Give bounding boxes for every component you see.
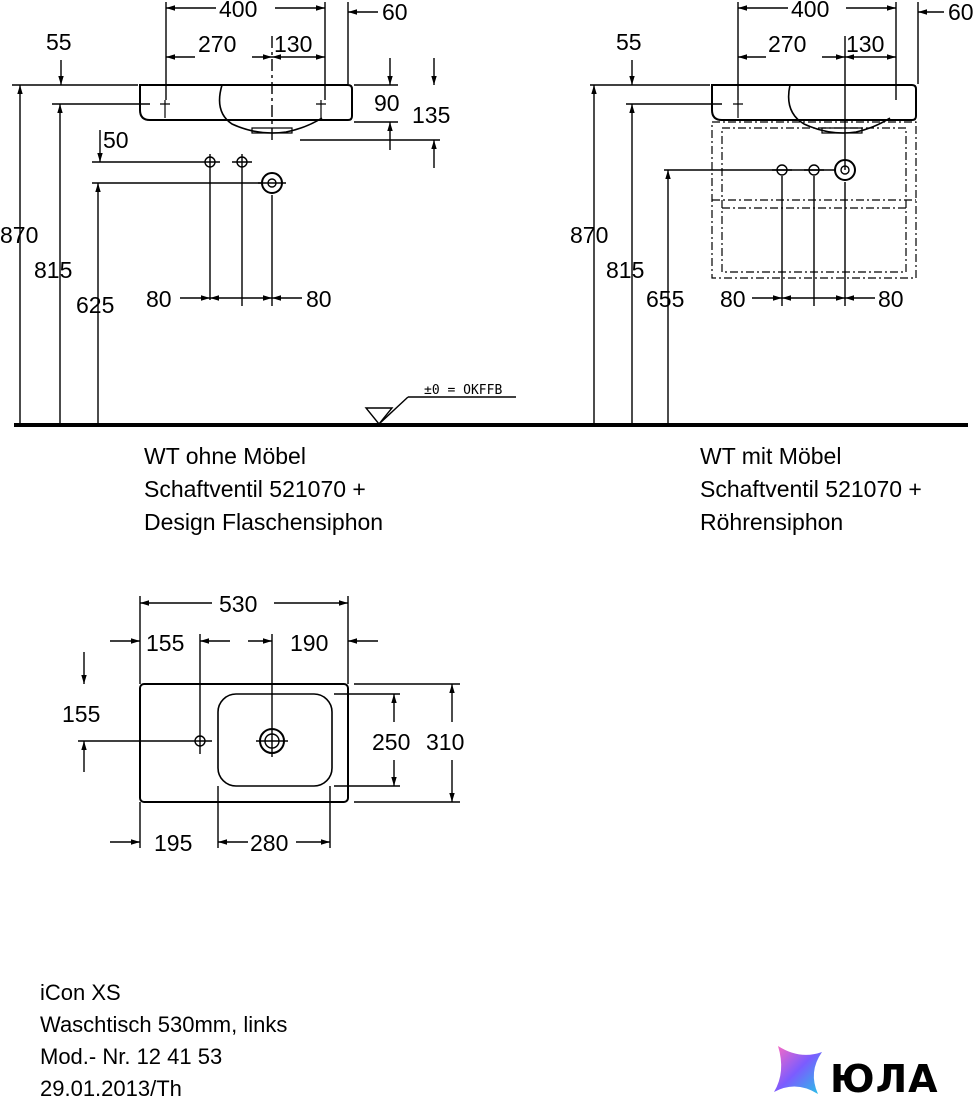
dim-left-80b: 80 xyxy=(306,286,332,312)
dim-left-55: 55 xyxy=(46,29,72,55)
dim-right-655: 655 xyxy=(646,286,684,312)
title-line-3: Mod.- Nr. 12 41 53 xyxy=(40,1044,222,1069)
top-view xyxy=(78,596,460,848)
dim-right-870: 870 xyxy=(570,222,608,248)
logo-star-icon xyxy=(774,1046,822,1094)
basin-profile-right xyxy=(711,84,917,121)
caption-left-line2: Schaftventil 521070 + xyxy=(144,476,366,502)
dim-left-400: 400 xyxy=(219,0,257,22)
dim-left-815: 815 xyxy=(34,257,72,283)
dim-top-250: 250 xyxy=(372,729,410,755)
dim-top-155: 155 xyxy=(146,630,184,656)
title-line-4: 29.01.2013/Th xyxy=(40,1076,182,1100)
dim-left-625: 625 xyxy=(76,292,114,318)
basin-bowl-top xyxy=(217,693,333,787)
dim-right-400: 400 xyxy=(791,0,829,22)
dim-top-155-vertical: 155 xyxy=(62,701,100,727)
dim-top-190: 190 xyxy=(290,630,328,656)
dim-right-130: 130 xyxy=(846,31,884,57)
basin-bowl-left xyxy=(218,84,323,134)
dim-left-50: 50 xyxy=(103,127,129,153)
brand-logo: ЮЛА xyxy=(774,1046,939,1100)
title-line-2: Waschtisch 530mm, links xyxy=(40,1012,287,1037)
floor-level-label: ±0 = OKFFB xyxy=(424,383,502,398)
dim-top-280: 280 xyxy=(250,830,288,856)
dim-left-870: 870 xyxy=(0,222,38,248)
logo-text: ЮЛА xyxy=(830,1057,939,1100)
dim-left-135: 135 xyxy=(412,102,450,128)
side-view-left xyxy=(12,2,440,425)
title-line-1: iCon XS xyxy=(40,980,121,1005)
dim-right-270: 270 xyxy=(768,31,806,57)
dim-right-60: 60 xyxy=(948,0,974,25)
caption-left-line3: Design Flaschensiphon xyxy=(144,509,383,535)
dim-left-270: 270 xyxy=(198,31,236,57)
dim-top-530: 530 xyxy=(219,591,257,617)
dim-top-195: 195 xyxy=(154,830,192,856)
caption-left-line1: WT ohne Möbel xyxy=(144,443,306,469)
side-view-right xyxy=(590,2,944,425)
dim-right-80a: 80 xyxy=(720,286,746,312)
caption-right-line1: WT mit Möbel xyxy=(700,443,841,469)
dim-left-90: 90 xyxy=(374,90,400,116)
dim-right-80b: 80 xyxy=(878,286,904,312)
dim-left-60: 60 xyxy=(382,0,408,25)
basin-profile-left xyxy=(139,84,353,121)
dim-left-130: 130 xyxy=(274,31,312,57)
caption-right-line3: Röhrensiphon xyxy=(700,509,843,535)
basin-top-outline xyxy=(139,683,349,803)
dim-left-80a: 80 xyxy=(146,286,172,312)
floor-level-symbol xyxy=(364,396,516,426)
dim-right-55: 55 xyxy=(616,29,642,55)
dim-top-310: 310 xyxy=(426,729,464,755)
dim-right-815: 815 xyxy=(606,257,644,283)
caption-right-line2: Schaftventil 521070 + xyxy=(700,476,922,502)
